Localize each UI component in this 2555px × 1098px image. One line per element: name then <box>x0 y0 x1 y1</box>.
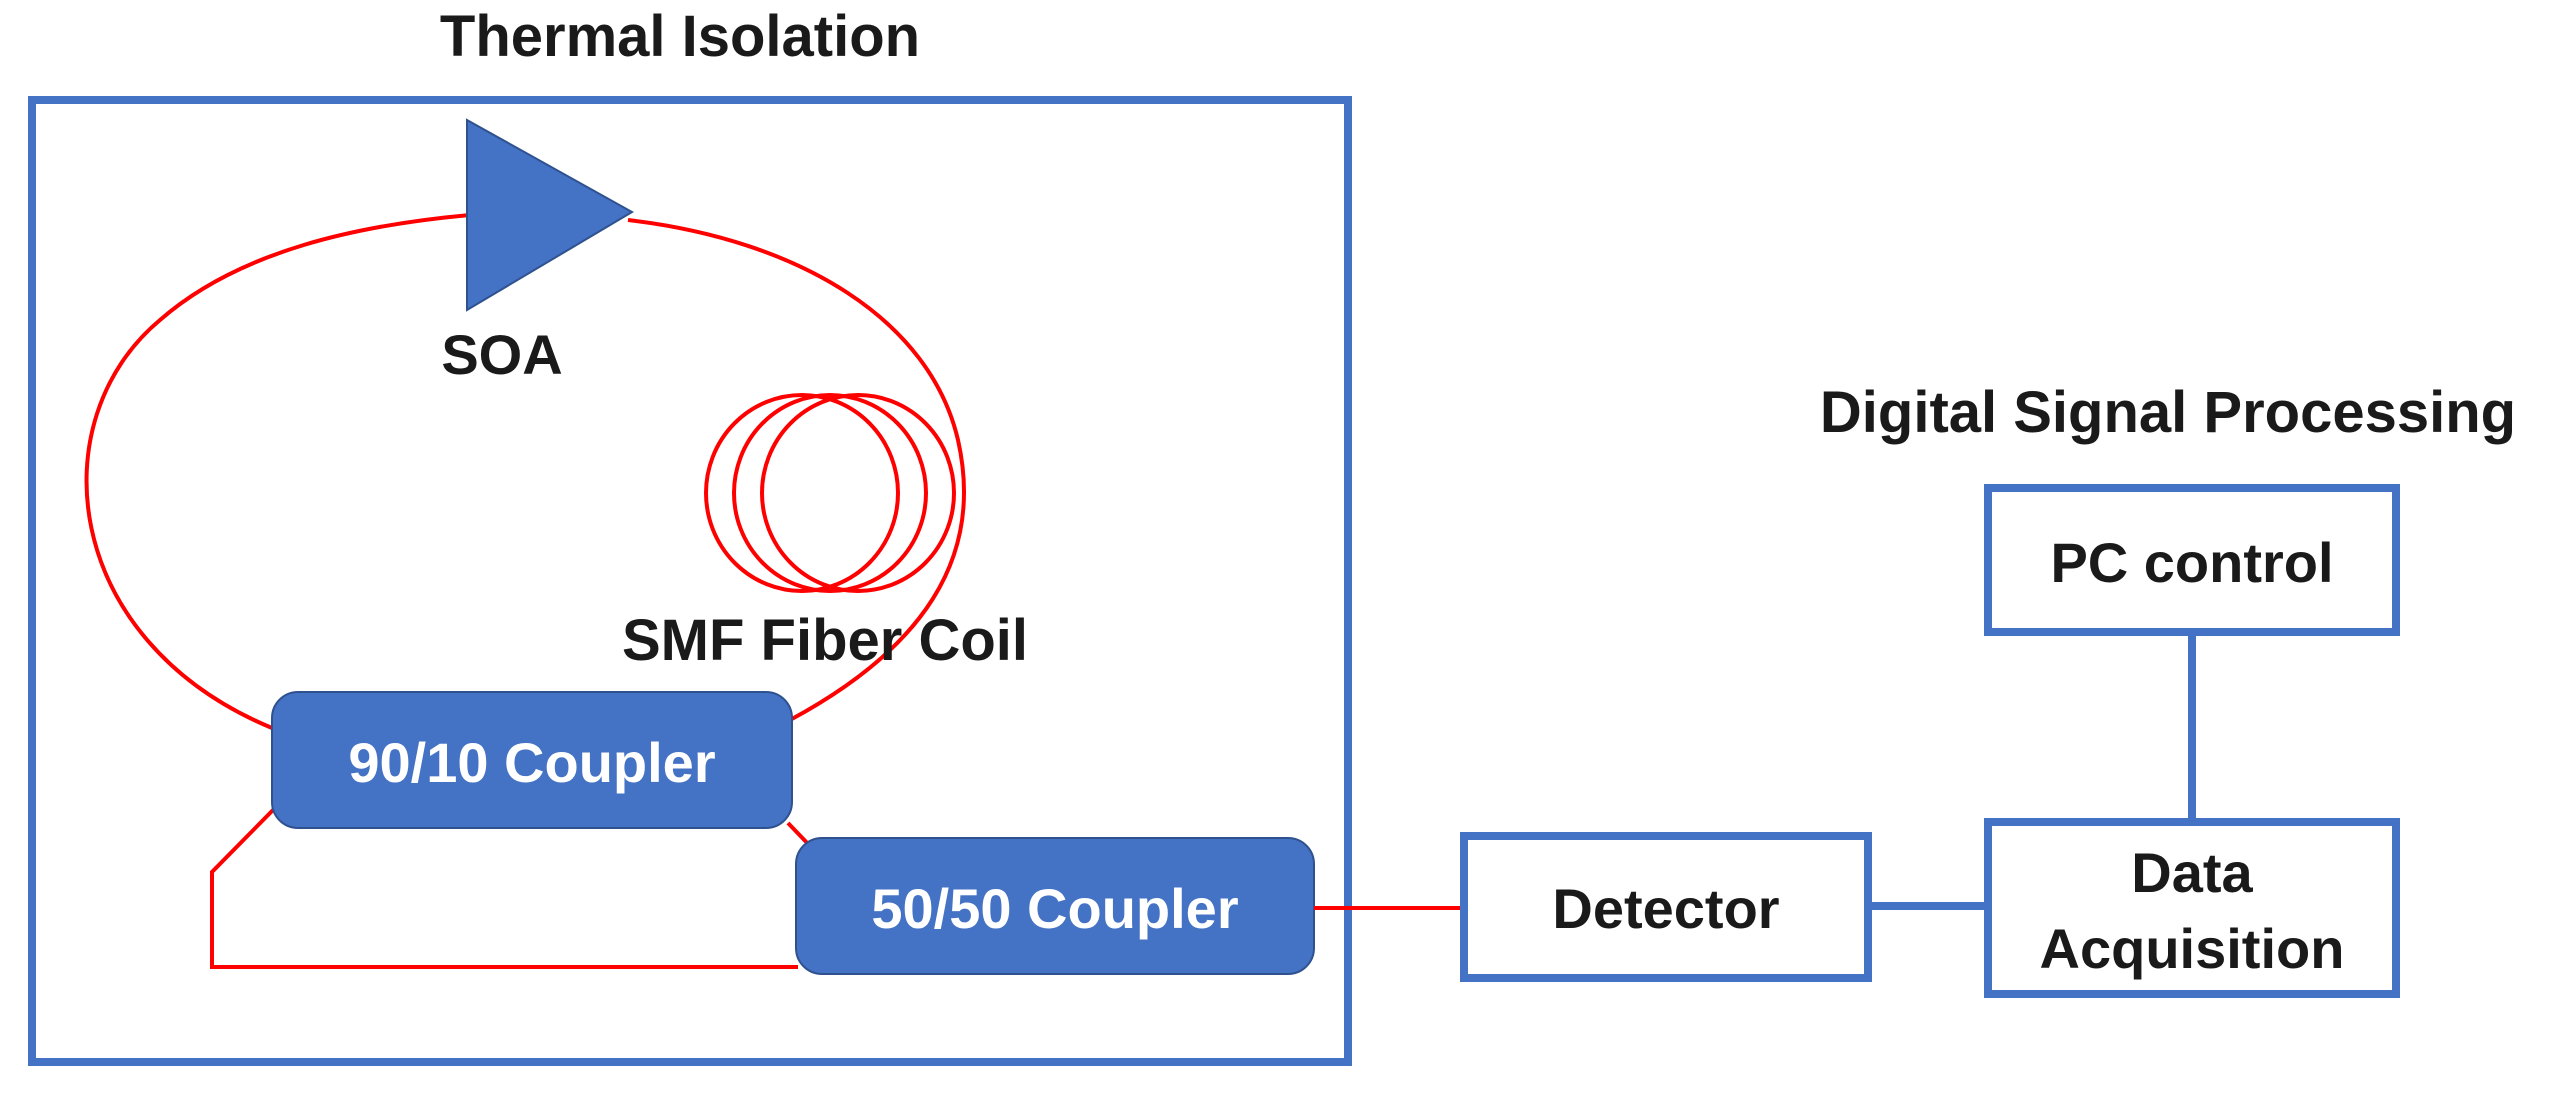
fiber-ring-loop <box>84 213 471 730</box>
data-acquisition-label-line1: Data <box>2131 841 2253 904</box>
soa-amplifier-icon <box>466 118 635 312</box>
coupler-90-10-label: 90/10 Coupler <box>348 731 715 794</box>
pc-control-label: PC control <box>2050 531 2333 594</box>
fiber-coil-label: SMF Fiber Coil <box>622 608 1028 673</box>
detector-label: Detector <box>1552 877 1779 940</box>
pc-control-box <box>1984 484 2400 636</box>
fiber-feedback-path <box>210 806 798 969</box>
soa-label: SOA <box>441 323 562 386</box>
thermal-isolation-box <box>28 96 1352 1066</box>
fiber-ring-loop-right <box>627 218 967 722</box>
thermal-isolation-title: Thermal Isolation <box>440 4 920 69</box>
detector-box <box>1460 832 1872 982</box>
dsp-title: Digital Signal Processing <box>1820 380 2516 445</box>
data-acquisition-box <box>1984 818 2400 998</box>
coupler-90-10-box <box>271 691 793 829</box>
coupler-50-50-label: 50/50 Coupler <box>871 877 1238 940</box>
fiber-coil-icon <box>704 393 956 593</box>
data-acquisition-label-line2: Acquisition <box>2040 917 2345 980</box>
